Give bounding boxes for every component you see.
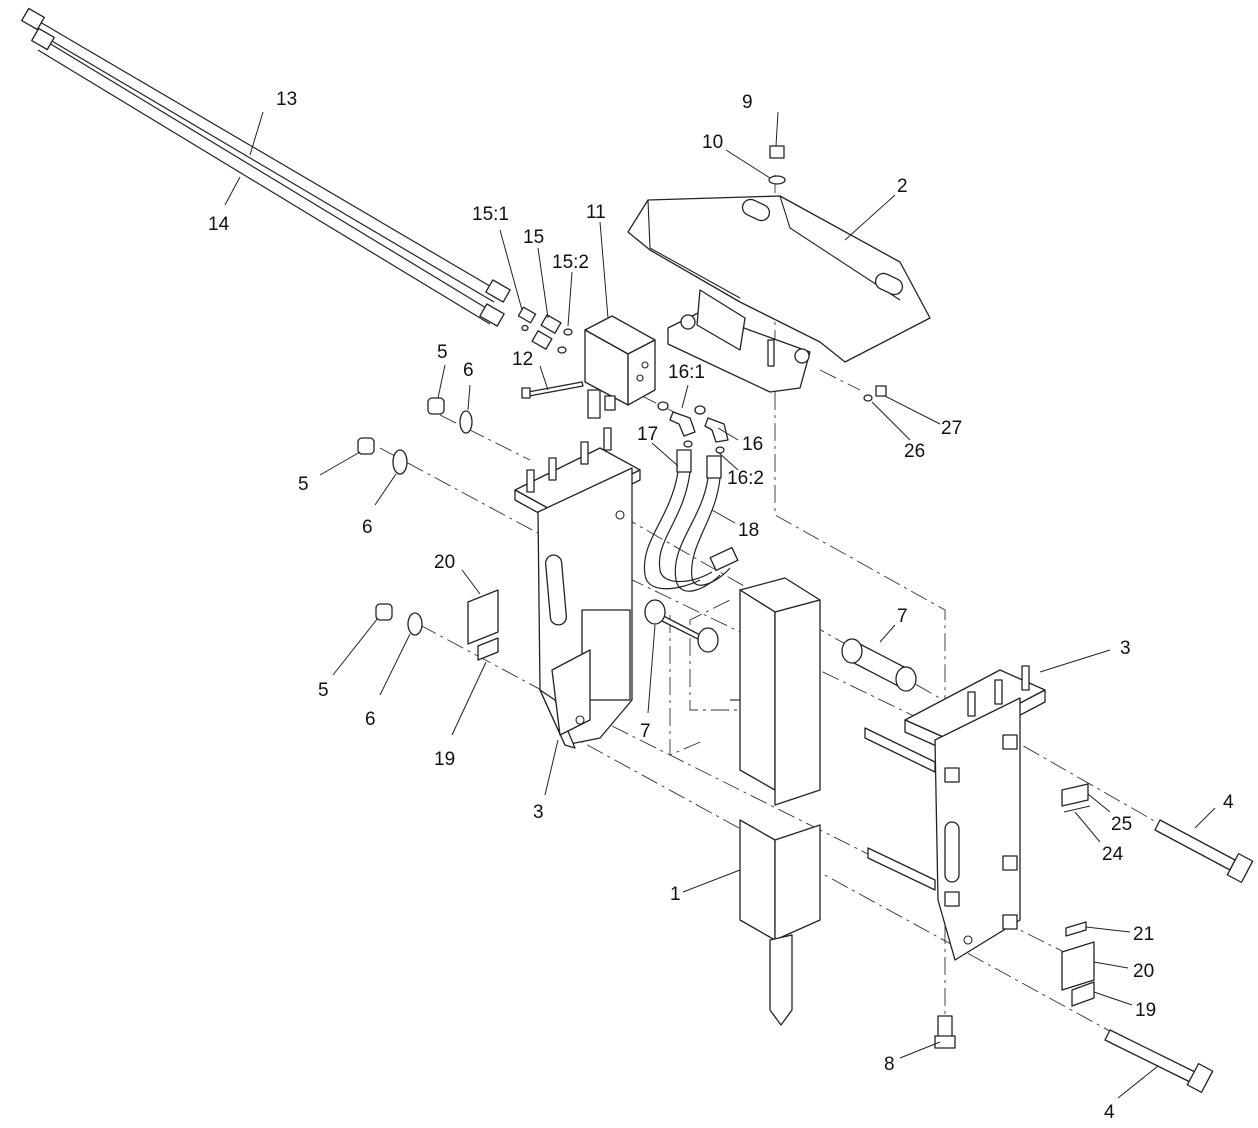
callout-labels: 1 2 3 3 4 4 5 5 5 6 6 6 7 7 8 9 10 11 12… bbox=[208, 89, 1234, 1123]
callout-17: 17 bbox=[637, 424, 658, 445]
bolt-12 bbox=[521, 381, 584, 399]
callout-7-right: 7 bbox=[897, 606, 908, 627]
callout-6-middle: 6 bbox=[362, 517, 373, 538]
decals-19-20-left bbox=[467, 589, 499, 661]
nut-9-washer-10 bbox=[768, 145, 786, 185]
hammer-1 bbox=[730, 577, 821, 1026]
callout-4-lower: 4 bbox=[1104, 1102, 1115, 1123]
callout-19-left: 19 bbox=[434, 749, 455, 770]
callout-8: 8 bbox=[884, 1054, 895, 1075]
callout-15: 15 bbox=[523, 227, 544, 248]
callout-16: 16 bbox=[742, 434, 763, 455]
mounting-plate-2 bbox=[627, 195, 931, 393]
side-plate-3-right bbox=[864, 665, 1046, 961]
callout-3-left: 3 bbox=[533, 802, 544, 823]
callout-9: 9 bbox=[742, 92, 753, 113]
callout-14: 14 bbox=[208, 214, 230, 235]
side-plate-3-left bbox=[514, 427, 641, 749]
callout-10: 10 bbox=[702, 132, 723, 153]
nut-5-washer-6-set bbox=[357, 397, 473, 636]
long-bolt-4-upper bbox=[1154, 819, 1254, 884]
callout-27: 27 bbox=[941, 418, 962, 439]
elbow-fittings-16 bbox=[657, 401, 729, 454]
callout-5-top: 5 bbox=[437, 342, 448, 363]
callout-5-middle: 5 bbox=[298, 474, 309, 495]
spacer-7-right bbox=[841, 638, 917, 692]
callout-3-right: 3 bbox=[1120, 638, 1131, 659]
hydraulic-hose-14 bbox=[31, 27, 505, 327]
callout-16-1: 16:1 bbox=[668, 362, 705, 383]
callout-13: 13 bbox=[276, 89, 297, 110]
decals-right bbox=[1061, 783, 1095, 1007]
callout-6-top: 6 bbox=[463, 360, 474, 381]
callout-1: 1 bbox=[670, 884, 681, 905]
nut-27-washer-26 bbox=[863, 385, 887, 402]
callout-26: 26 bbox=[904, 441, 925, 462]
callout-18: 18 bbox=[738, 520, 759, 541]
fittings-15 bbox=[517, 306, 573, 354]
callout-20-left: 20 bbox=[434, 552, 455, 573]
spacer-7-left bbox=[644, 599, 719, 653]
callout-12: 12 bbox=[512, 349, 533, 370]
hydraulic-hose-17-18 bbox=[643, 449, 739, 592]
callout-11: 11 bbox=[586, 202, 606, 223]
leader-lines bbox=[224, 111, 1216, 1099]
callout-20-right: 20 bbox=[1133, 961, 1154, 982]
callout-25: 25 bbox=[1111, 814, 1132, 835]
callout-16-2: 16:2 bbox=[727, 468, 764, 489]
callout-24: 24 bbox=[1102, 844, 1124, 865]
callout-15-1: 15:1 bbox=[472, 204, 509, 225]
callout-19-right: 19 bbox=[1135, 1000, 1156, 1021]
callout-15-2: 15:2 bbox=[552, 252, 589, 273]
callout-2: 2 bbox=[897, 176, 908, 197]
callout-21: 21 bbox=[1133, 924, 1154, 945]
callout-4-upper: 4 bbox=[1223, 792, 1234, 813]
callout-6-bottom: 6 bbox=[365, 709, 376, 730]
callout-7-left: 7 bbox=[640, 721, 651, 742]
valve-block-11 bbox=[584, 315, 656, 419]
long-bolt-4-lower bbox=[1104, 1029, 1214, 1094]
callout-5-bottom: 5 bbox=[318, 680, 329, 701]
hydraulic-hose-13 bbox=[21, 7, 511, 303]
